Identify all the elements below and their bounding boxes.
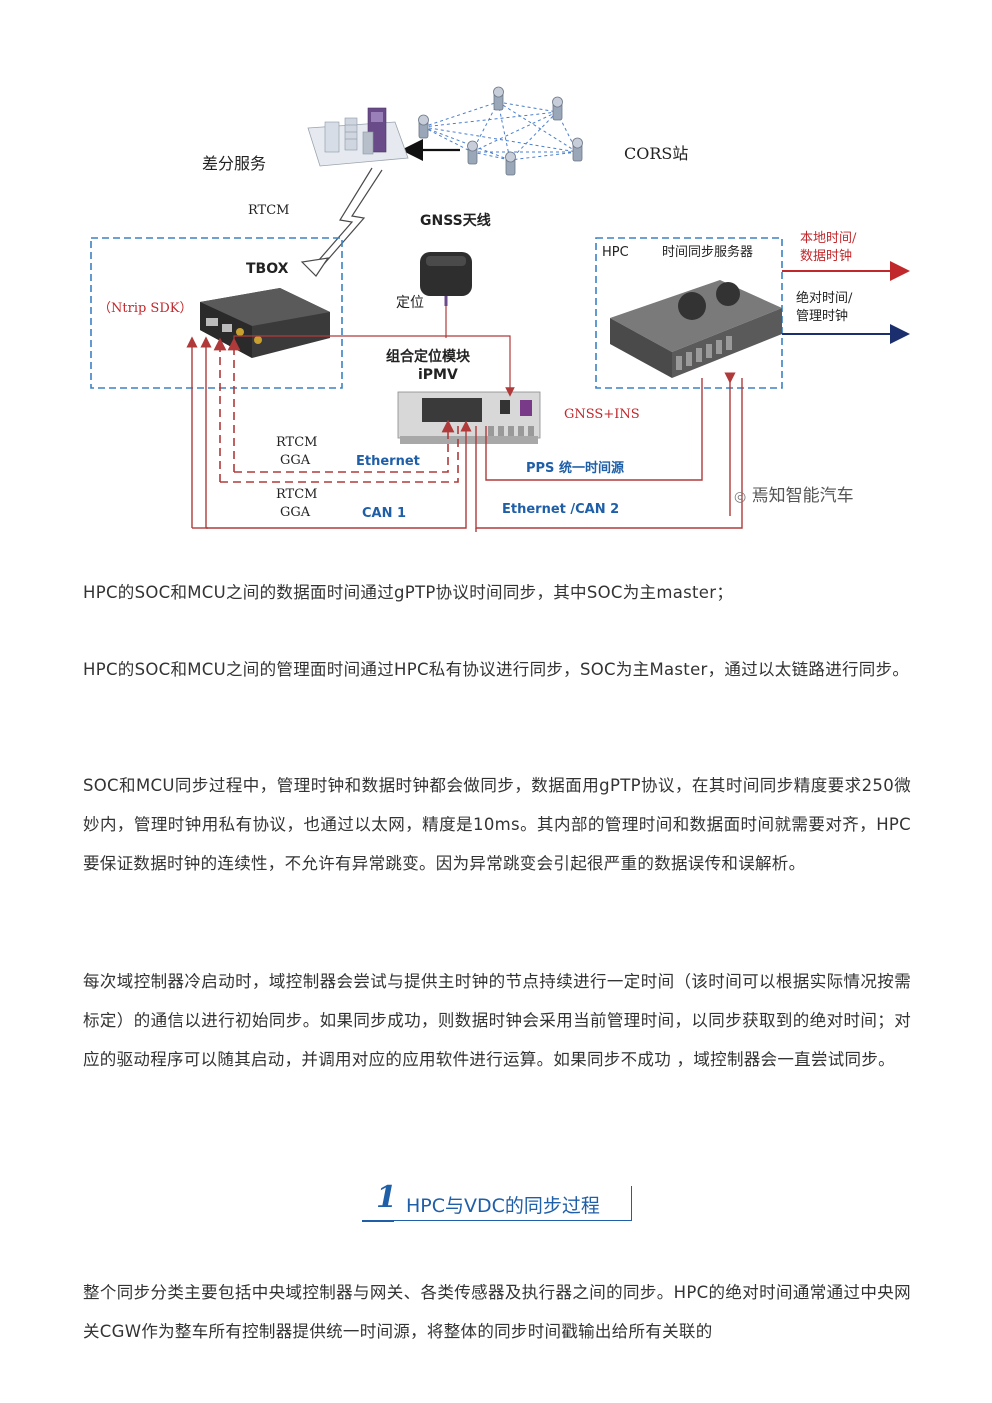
- section-heading-underline: [362, 1220, 394, 1222]
- ethernet-label: Ethernet: [356, 454, 420, 469]
- rtcm-ethernet-label: RTCM: [276, 435, 318, 450]
- can1-label: CAN 1: [362, 506, 407, 521]
- cors-network: [418, 86, 583, 176]
- system-diagram: 差分服务 CORS站 RTCM GNSS天线 TBOX （Ntrip SDK） …: [80, 80, 920, 550]
- rtcm-top-label: RTCM: [248, 203, 290, 218]
- paragraph-4: 每次域控制器冷启动时，域控制器会尝试与提供主时钟的节点持续进行一定时间（该时间可…: [83, 972, 911, 1069]
- time-server-label: 时间同步服务器: [662, 245, 754, 260]
- watermark-text: 焉知智能汽车: [751, 486, 854, 506]
- paragraph-5: 整个同步分类主要包括中央域控制器与网关、各类传感器及执行器之间的同步。HPC的绝…: [83, 1283, 911, 1341]
- ipmv-module-icon: [397, 391, 541, 444]
- section-title: HPC与VDC的同步过程: [406, 1195, 600, 1217]
- dingwei-label: 定位: [396, 295, 424, 311]
- diff-service-label: 差分服务: [202, 154, 267, 173]
- tbox-dashed-frame: [90, 237, 343, 389]
- rtcm-link-arrow: [300, 167, 383, 277]
- gnss-antenna-icon: [420, 252, 472, 306]
- watermark: ◎ 焉知智能汽车: [734, 488, 854, 505]
- paragraph-2: HPC的SOC和MCU之间的管理面时间通过HPC私有协议进行同步，SOC为主Ma…: [83, 660, 910, 679]
- rtcm-can-label: RTCM: [276, 487, 318, 502]
- local-time-label-2: 数据时钟: [800, 249, 853, 264]
- ntrip-sdk-label: （Ntrip SDK）: [98, 301, 193, 316]
- section-heading-frame: [392, 1186, 632, 1221]
- cors-label: CORS站: [624, 144, 689, 163]
- module-model-label: iPMV: [418, 367, 458, 383]
- tbox-label: TBOX: [246, 261, 289, 277]
- section-number: 1: [376, 1180, 397, 1215]
- paragraph-1: HPC的SOC和MCU之间的数据面时间通过gPTP协议时间同步，其中SOC为主m…: [83, 583, 734, 602]
- wechat-icon: ◎: [734, 489, 747, 505]
- diff-service-server-icon: [307, 107, 409, 167]
- abs-time-label-2: 管理时钟: [796, 309, 849, 324]
- gga-can-label: GGA: [280, 505, 311, 520]
- gga-ethernet-label: GGA: [280, 453, 311, 468]
- diagram-graphics: [90, 86, 910, 532]
- eth-can2-label: Ethernet /CAN 2: [502, 502, 620, 517]
- hpc-device-icon: [610, 280, 782, 378]
- paragraph-3: SOC和MCU同步过程中，管理时钟和数据时钟都会做同步，数据面用gPTP协议，在…: [83, 776, 911, 873]
- hpc-dashed-frame: [595, 237, 783, 389]
- gnss-ins-label: GNSS+INS: [564, 407, 640, 422]
- pps-label: PPS 统一时间源: [526, 461, 624, 476]
- abs-time-label-1: 绝对时间/: [796, 291, 853, 306]
- gnss-antenna-label: GNSS天线: [420, 213, 491, 229]
- module-name-label: 组合定位模块: [386, 349, 470, 365]
- section-heading: 1 HPC与VDC的同步过程: [362, 1180, 632, 1222]
- hpc-label: HPC: [602, 245, 629, 260]
- local-time-label-1: 本地时间/: [800, 231, 857, 246]
